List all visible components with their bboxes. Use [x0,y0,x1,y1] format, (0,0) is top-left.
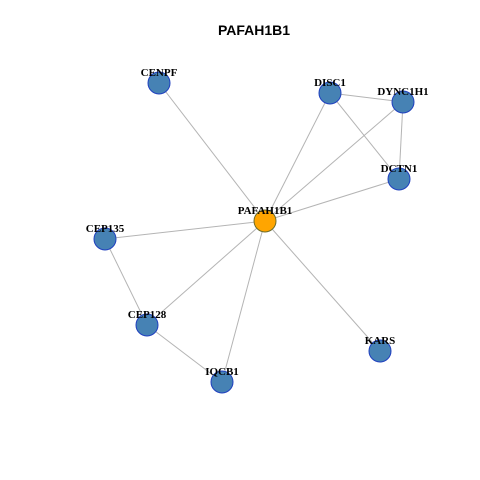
node-label-pafah1b1: PAFAH1B1 [238,205,293,217]
node-label-kars: KARS [365,335,396,347]
edge-pafah1b1-cenpf [158,82,266,222]
labels-layer: PAFAH1B1 CENPF DISC1DYNC1H1DCTN1CEP135CEP1… [86,67,429,378]
node-dync1h1 [391,90,415,114]
edge-pafah1b1-iqcb1 [221,220,266,383]
node-cep135 [93,227,117,251]
node-cenpf [147,71,171,95]
node-label-disc1: DISC1 [314,77,346,89]
edge-cep128-iqcb1 [146,324,223,383]
node-iqcb1 [210,370,234,394]
node-dctn1 [387,167,411,191]
edge-dync1h1-dctn1 [398,101,404,180]
node-kars [368,339,392,363]
edge-pafah1b1-dctn1 [264,178,400,222]
node-pafah1b1 [253,209,277,233]
nodes-layer [93,71,415,394]
edge-pafah1b1-cep135 [104,220,266,240]
edge-pafah1b1-dync1h1 [264,101,404,222]
edge-pafah1b1-kars [264,220,381,352]
edges-layer [104,82,404,383]
node-label-dync1h1: DYNC1H1 [377,86,428,98]
edge-cep135-cep128 [104,238,148,326]
node-label-cep128: CEP128 [128,309,167,321]
node-label-dctn1: DCTN1 [381,163,418,175]
graph-title: PAFAH1B1 [218,22,290,38]
node-disc1 [318,81,342,105]
node-label-iqcb1: IQCB1 [205,366,239,378]
edge-disc1-dctn1 [329,92,400,180]
edge-pafah1b1-disc1 [264,92,331,222]
node-label-cep135: CEP135 [86,223,125,235]
node-cep128 [135,313,159,337]
node-label-cenpf: CENPF [141,67,178,79]
edge-disc1-dync1h1 [329,92,404,103]
edge-pafah1b1-cep128 [146,220,266,326]
